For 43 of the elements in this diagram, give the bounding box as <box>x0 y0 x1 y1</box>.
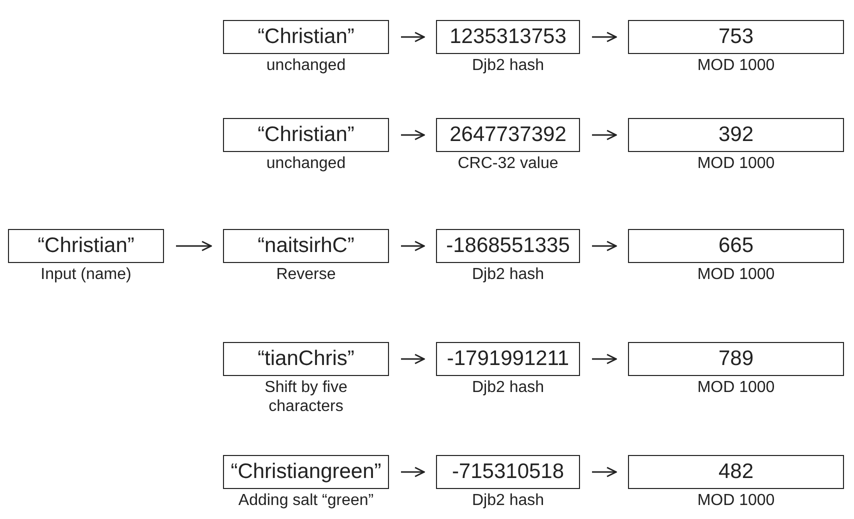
value-box: -715310518 <box>436 455 580 489</box>
value-box: -1868551335 <box>436 229 580 263</box>
node-label: CRC-32 value <box>456 154 560 173</box>
arrow <box>401 240 425 252</box>
value-box: 789 <box>628 342 844 376</box>
arrow <box>401 466 425 478</box>
node-label: Djb2 hash <box>470 378 546 397</box>
value-box: 753 <box>628 20 844 54</box>
arrow <box>592 240 617 252</box>
node-label: Djb2 hash <box>470 265 546 284</box>
node-label: Djb2 hash <box>470 491 546 510</box>
arrow <box>592 130 617 140</box>
arrow <box>401 354 425 364</box>
node-label: Djb2 hash <box>470 56 546 75</box>
arrow <box>401 130 425 140</box>
arrow <box>592 354 617 364</box>
value-box: 392 <box>628 118 844 152</box>
node-label: unchanged <box>265 154 347 173</box>
node-label: MOD 1000 <box>696 154 776 173</box>
node-label: MOD 1000 <box>696 265 776 284</box>
value-box: -1791991211 <box>436 342 580 376</box>
node-label: unchanged <box>265 56 347 75</box>
arrow <box>592 466 617 478</box>
node-label: MOD 1000 <box>696 378 776 397</box>
value-box: “Christian” <box>223 118 389 152</box>
value-box: “Christian” <box>8 229 164 263</box>
value-box: 2647737392 <box>436 118 580 152</box>
node-label: Adding salt “green” <box>237 491 375 510</box>
value-box: “Christiangreen” <box>223 455 389 489</box>
arrow <box>592 32 617 42</box>
value-box: “tianChris” <box>223 342 389 376</box>
value-box: “naitsirhC” <box>223 229 389 263</box>
node-label: MOD 1000 <box>696 491 776 510</box>
arrow <box>401 32 425 42</box>
value-box: “Christian” <box>223 20 389 54</box>
node-label: Input (name) <box>40 265 132 284</box>
value-box: 482 <box>628 455 844 489</box>
node-label: Reverse <box>275 265 337 284</box>
node-label: MOD 1000 <box>696 56 776 75</box>
arrow <box>176 240 212 252</box>
value-box: 1235313753 <box>436 20 580 54</box>
node-label: Shift by five characters <box>264 378 348 416</box>
value-box: 665 <box>628 229 844 263</box>
